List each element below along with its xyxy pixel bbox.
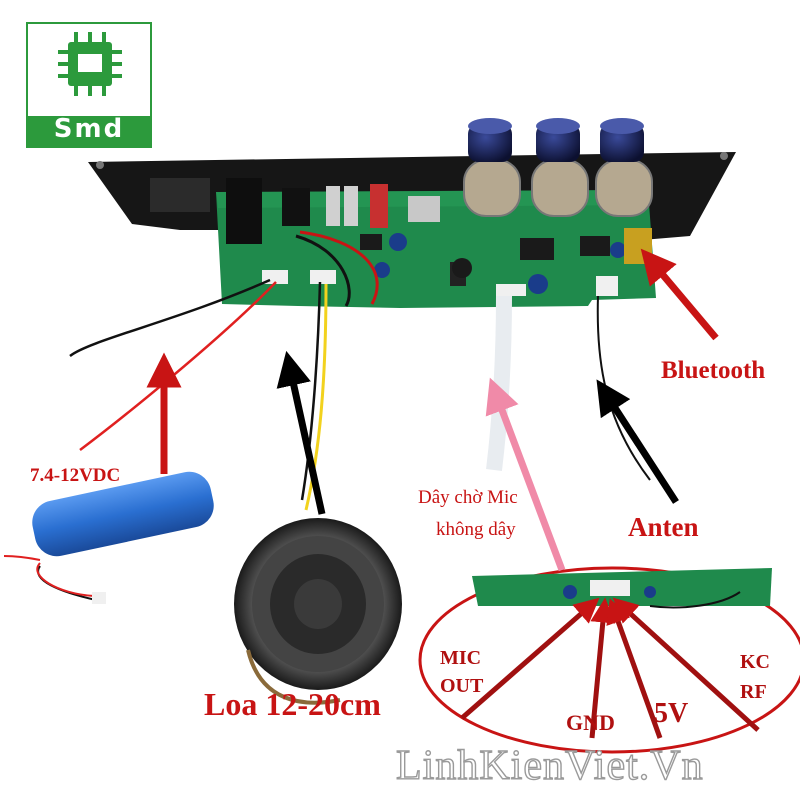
chip-icon: [58, 32, 122, 96]
logo-text: Smd: [53, 114, 125, 144]
mic-out-label-line2: OUT: [440, 675, 484, 697]
speaker-label: Loa 12-20cm: [204, 686, 381, 722]
battery-pack: [3, 471, 214, 604]
speaker-woofer: [234, 518, 402, 705]
watermark: LinhKienViet.Vn: [395, 742, 704, 789]
voltage-label: 7.4-12VDC: [30, 465, 121, 486]
antenna-label: Anten: [628, 512, 699, 542]
smd-logo: Smd: [26, 22, 152, 148]
bluetooth-label: Bluetooth: [661, 357, 766, 384]
gnd-label: GND: [566, 710, 615, 735]
mic-out-label-line1: MIC: [440, 647, 482, 669]
zoom-oval: [418, 566, 800, 754]
kc-label-line2: RF: [740, 681, 767, 703]
five-v-label: 5V: [654, 698, 689, 729]
mic-wire-label-line2: không dây: [436, 519, 516, 540]
kc-label-line1: KC: [740, 651, 770, 673]
logo-band: Smd: [28, 114, 150, 146]
mic-wire-label-line1: Dây chờ Mic: [418, 487, 518, 508]
